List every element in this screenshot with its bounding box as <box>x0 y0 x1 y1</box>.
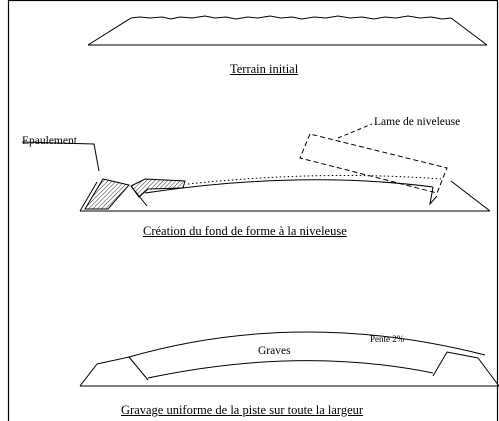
base-right-slope <box>477 357 499 387</box>
formation-right-end <box>429 186 438 206</box>
stage1-terrain <box>87 15 488 46</box>
stage2-windrows <box>84 178 186 210</box>
base-left-slope <box>79 363 98 387</box>
ground-right-slope <box>450 180 491 212</box>
epaulement-leader-line <box>21 141 100 172</box>
windrow-left-hatched <box>84 178 130 210</box>
windrow-right-edge <box>130 185 148 207</box>
windrow-right-hatched <box>130 178 186 198</box>
label-lame-de-niveleuse: Lame de niveleuse <box>374 116 461 128</box>
gravel-bottom-arc <box>147 360 434 379</box>
ground-left-slope <box>79 181 98 212</box>
terrain-right-slope <box>450 17 488 46</box>
terrain-left-slope <box>87 17 132 46</box>
label-graves: Graves <box>258 345 291 357</box>
gravel-top-arc <box>128 331 486 358</box>
stage3-gravel <box>79 331 499 387</box>
shoulder-left <box>96 356 130 365</box>
formation-surface-curve <box>144 179 434 194</box>
label-epaulement: Epaulement <box>22 135 77 147</box>
shoulder-right <box>446 351 479 359</box>
gravel-right-edge <box>432 351 448 377</box>
terrain-rough-surface <box>130 15 452 20</box>
caption-terrain-initial: Terrain initial <box>230 62 299 76</box>
caption-gravage-uniforme: Gravage uniforme de la piste sur toute l… <box>121 403 364 417</box>
diagram-frame <box>7 0 499 421</box>
dotted-original-surface <box>187 174 442 185</box>
stage2-grading <box>21 123 491 212</box>
grader-blade-pointer <box>337 123 373 139</box>
gravel-left-edge <box>128 356 149 381</box>
label-pente-2pct: Pente 2% <box>370 334 405 344</box>
caption-creation-fond-de-forme: Création du fond de forme à la niveleuse <box>143 224 347 238</box>
grader-blade-outline <box>299 133 448 194</box>
